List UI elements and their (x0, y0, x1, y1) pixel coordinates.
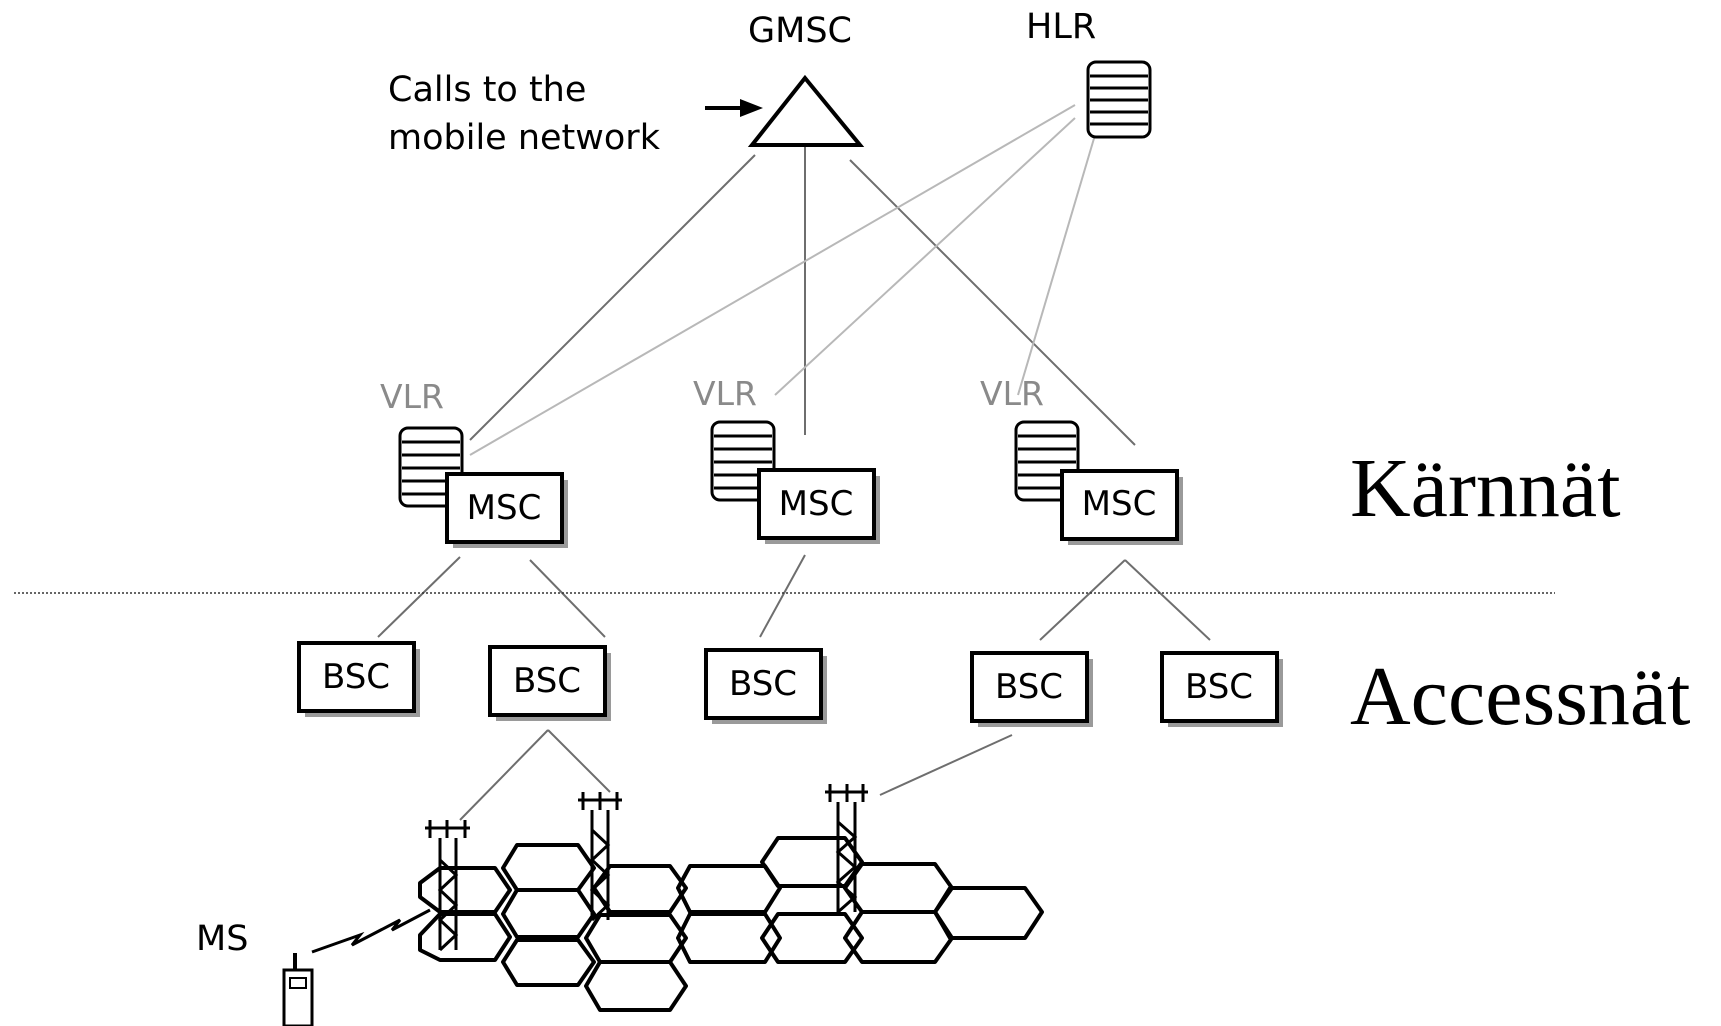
cell-tower-icon (425, 820, 470, 952)
mobile-phone-icon (282, 953, 314, 1026)
link-msc3-bsc5 (1124, 559, 1211, 641)
msc-label: MSC (779, 484, 854, 524)
link-hlr-vlr-2 (774, 117, 1076, 396)
bsc-label: BSC (729, 664, 797, 704)
bsc-node-5: BSC (1160, 651, 1283, 727)
arrow-head-icon (740, 99, 763, 117)
core-network-label: Kärnnät (1350, 442, 1621, 535)
vlr-label-3: VLR (980, 374, 1044, 413)
cell-grid (418, 836, 1044, 1012)
link-msc2-bsc3 (759, 554, 806, 638)
link-hlr-vlr-1 (469, 104, 1076, 456)
cell-tower-icon (825, 784, 868, 914)
link-hlr-vlr-3 (1017, 134, 1096, 396)
link-bsc2-tower1 (459, 729, 549, 821)
ms-label: MS (196, 919, 248, 959)
link-msc3-bsc4 (1039, 559, 1126, 641)
vlr-label-2: VLR (693, 374, 757, 413)
link-gmsc-msc-1 (469, 154, 756, 441)
msc-label: MSC (1082, 484, 1157, 524)
gmsc-node: GMSC (747, 11, 865, 147)
gmsc-label: GMSC (748, 11, 852, 51)
connection-lines (377, 104, 1211, 821)
msc-label: MSC (467, 488, 542, 528)
bsc-node-3: BSC (704, 648, 827, 724)
calls-label-line1: Calls to the (388, 70, 586, 110)
bsc-label: BSC (1185, 667, 1253, 707)
link-bsc4-tower3 (879, 734, 1013, 796)
msc-node-1: MSC (445, 472, 568, 548)
cell-tower-icon (578, 792, 622, 922)
bsc-label: BSC (322, 657, 390, 697)
bsc-node-1: BSC (297, 641, 420, 717)
access-network-label: Accessnät (1350, 650, 1691, 743)
bsc-node-4: BSC (970, 651, 1093, 727)
radio-link-icon (311, 908, 431, 954)
link-bsc2-tower2 (547, 729, 611, 793)
link-msc1-bsc2 (529, 559, 606, 638)
bsc-node-2: BSC (488, 645, 611, 721)
incoming-calls-arrow (705, 99, 763, 117)
bsc-label: BSC (995, 667, 1063, 707)
msc-node-2: MSC (757, 468, 880, 544)
hlr-label: HLR (1026, 7, 1096, 47)
link-msc1-bsc1 (377, 556, 461, 638)
vlr-label-1: VLR (380, 377, 444, 416)
hlr-database-icon (1086, 60, 1152, 139)
bsc-label: BSC (513, 661, 581, 701)
msc-node-3: MSC (1060, 469, 1183, 545)
calls-label-line2: mobile network (388, 118, 661, 158)
gmsc-triangle-icon (747, 74, 865, 147)
